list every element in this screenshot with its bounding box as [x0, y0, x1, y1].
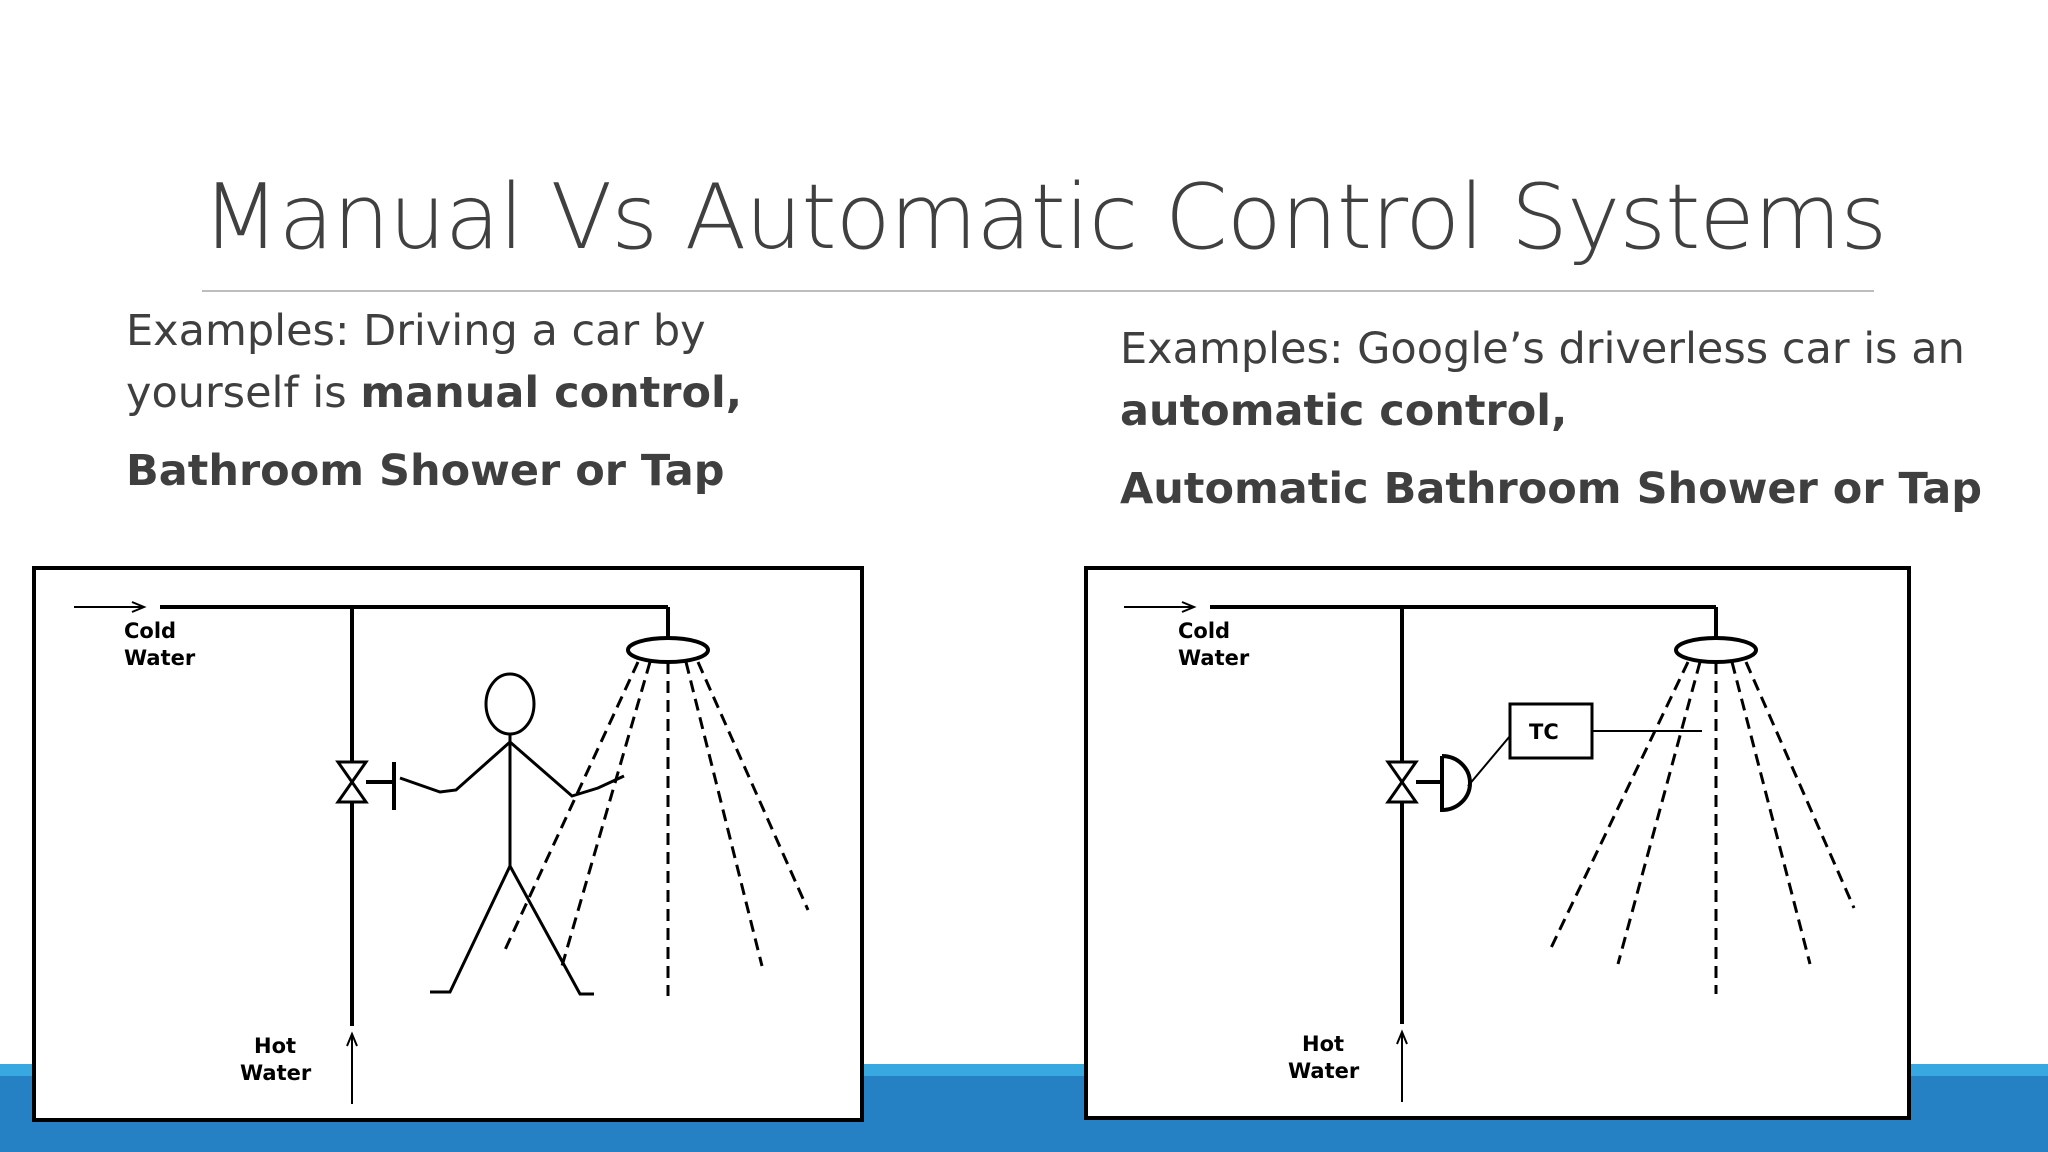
valve-icon [1385, 760, 1419, 804]
valve-icon [335, 760, 369, 804]
manual-shower-svg: Cold Water Hot Water [32, 566, 864, 1122]
manual-examples: Examples: Driving a car by yourself is m… [126, 300, 846, 502]
water-spray-icon [1548, 661, 1856, 994]
manual-shower-example: Bathroom Shower or Tap [126, 446, 725, 496]
hot-water-label: Hot [254, 1034, 296, 1058]
manual-shower-diagram: Cold Water Hot Water [32, 566, 864, 1122]
person-icon [399, 672, 625, 996]
cold-water-label: Water [1178, 646, 1250, 670]
manual-example-line: yourself is manual control, [126, 362, 846, 424]
automatic-control-term: automatic control, [1120, 386, 1568, 436]
controller-label: TC [1529, 720, 1559, 744]
automatic-shower-diagram: TC Cold Water Hot Water [1084, 566, 1911, 1120]
automatic-shower-svg: TC Cold Water Hot Water [1084, 566, 1911, 1120]
hot-water-label: Hot [1302, 1032, 1344, 1056]
shower-head-icon [626, 636, 710, 664]
control-signal-line [1467, 735, 1511, 787]
hot-water-label: Water [1288, 1059, 1360, 1083]
slide-title: Manual Vs Automatic Control Systems [202, 165, 1887, 270]
manual-example-line: Examples: Driving a car by [126, 306, 706, 356]
cold-water-label: Water [124, 646, 196, 670]
automatic-shower-example: Automatic Bathroom Shower or Tap [1120, 464, 1983, 514]
cold-water-label: Cold [124, 619, 176, 643]
temperature-controller [1508, 702, 1594, 760]
title-divider [202, 290, 1874, 292]
water-spray-icon [502, 661, 810, 996]
automatic-example-line: Examples: Google’s driverless car is an [1120, 324, 1965, 374]
manual-example-text: yourself is [126, 368, 361, 418]
manual-control-term: manual control, [360, 368, 743, 418]
hot-water-label: Water [240, 1061, 312, 1085]
automatic-examples: Examples: Google’s driverless car is an … [1120, 318, 2020, 520]
shower-head-icon [1674, 636, 1758, 664]
cold-water-label: Cold [1178, 619, 1230, 643]
